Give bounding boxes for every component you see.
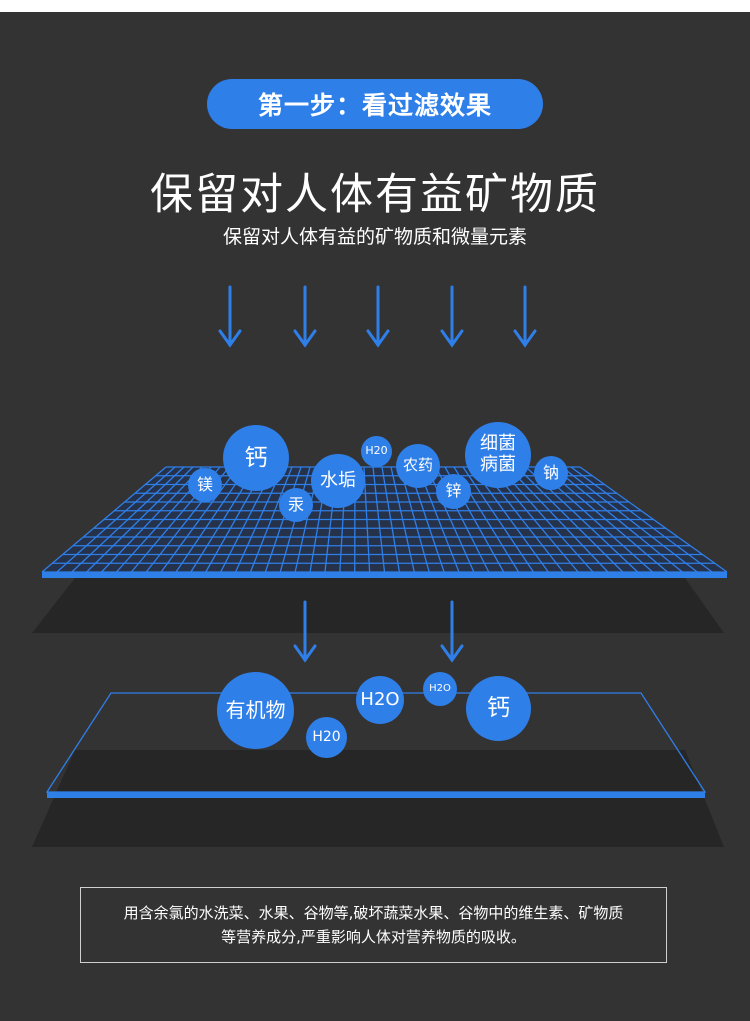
down-arrow-icon bbox=[293, 600, 317, 663]
description-box: 用含余氯的水洗菜、水果、谷物等,破坏蔬菜水果、谷物中的维生素、矿物质等营养成分,… bbox=[80, 887, 667, 963]
upper-layer-shadow bbox=[32, 578, 724, 633]
down-arrow-icon bbox=[293, 285, 317, 348]
bubble-bacteria-line1: 细菌 bbox=[480, 433, 516, 455]
bubble-sodium: 钠 bbox=[534, 456, 568, 490]
down-arrow-icon bbox=[513, 285, 537, 348]
bubble-h2o-tiny: H2O bbox=[423, 672, 457, 706]
bubble-limescale: 水垢 bbox=[311, 454, 365, 508]
step-badge: 第一步：看过滤效果 bbox=[207, 79, 543, 129]
bubble-h2o-small: H20 bbox=[306, 717, 347, 758]
bubble-h2o: H20 bbox=[361, 436, 392, 467]
bubble-zinc: 锌 bbox=[436, 474, 471, 509]
bubble-calcium-lower: 钙 bbox=[466, 676, 531, 741]
bubble-magnesium: 镁 bbox=[188, 468, 222, 502]
arrow-group-top bbox=[218, 285, 537, 348]
page-title: 保留对人体有益矿物质 bbox=[150, 170, 600, 220]
bubble-organic-matter: 有机物 bbox=[217, 672, 294, 749]
bubble-calcium: 钙 bbox=[223, 425, 289, 491]
down-arrow-icon bbox=[218, 285, 242, 348]
lower-layer-shadow bbox=[32, 750, 724, 847]
bubble-mercury: 汞 bbox=[279, 488, 313, 522]
description-text: 用含余氯的水洗菜、水果、谷物等,破坏蔬菜水果、谷物中的维生素、矿物质等营养成分,… bbox=[123, 904, 624, 946]
bubble-bacteria-line2: 病菌 bbox=[480, 454, 516, 475]
top-white-strip bbox=[0, 0, 750, 12]
down-arrow-icon bbox=[440, 600, 464, 663]
down-arrow-icon bbox=[366, 285, 390, 348]
filter-mesh bbox=[41, 466, 728, 578]
bubble-h2o-medium: H2O bbox=[356, 676, 404, 724]
page-subtitle: 保留对人体有益的矿物质和微量元素 bbox=[222, 226, 527, 248]
bubble-pesticide: 农药 bbox=[396, 444, 440, 488]
down-arrow-icon bbox=[440, 285, 464, 348]
arrow-group-middle bbox=[293, 600, 464, 663]
bubble-bacteria: 细菌 病菌 bbox=[465, 422, 531, 488]
clean-water-layer-edge bbox=[47, 792, 705, 798]
